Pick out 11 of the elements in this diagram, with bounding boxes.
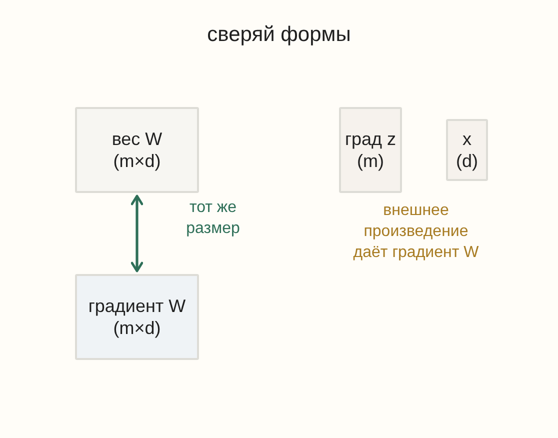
process-box (339, 107, 402, 193)
process-box (446, 119, 488, 181)
double-arrow (130, 194, 144, 272)
note-text: внешнее произведение даёт градиент W (352, 201, 480, 263)
diagram-title: сверяй формы (206, 23, 352, 47)
node-text: град z (m) (344, 128, 398, 172)
process-box (75, 274, 199, 360)
node-text: x (d) (455, 128, 479, 172)
node-text: вес W (m×d) (110, 128, 164, 172)
node-text: градиент W (m×d) (87, 295, 187, 339)
process-box (75, 107, 199, 193)
